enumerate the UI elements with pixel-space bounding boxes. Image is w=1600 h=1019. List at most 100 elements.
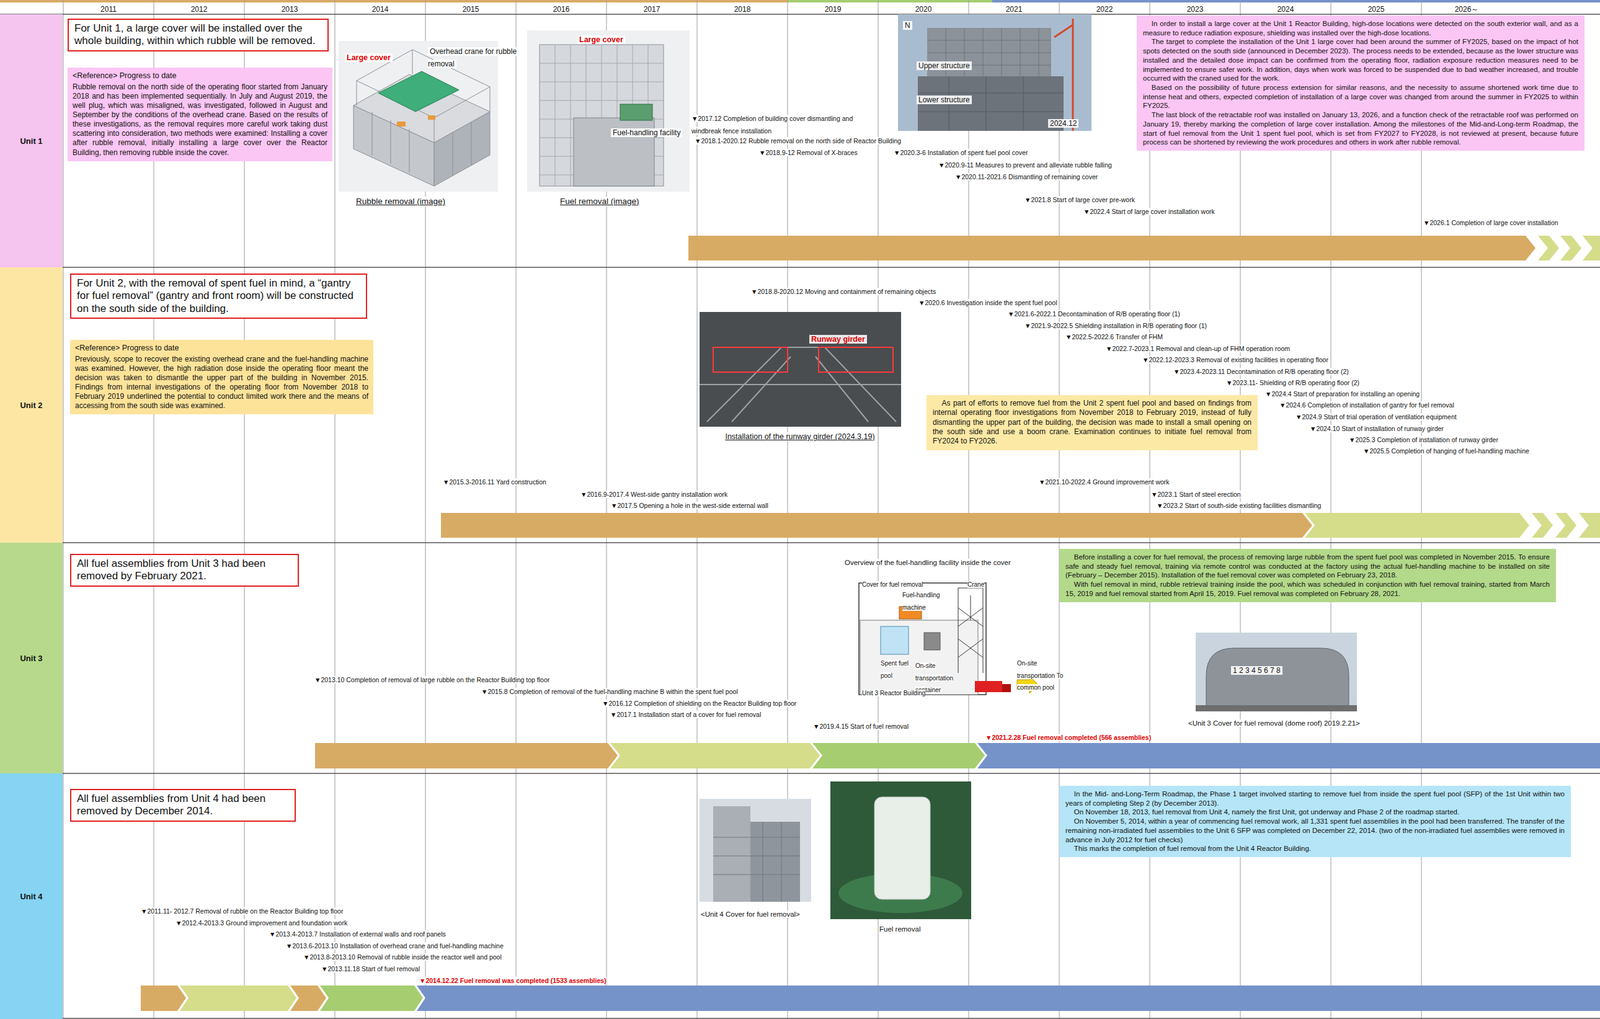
milestone-label: ▼2024.6 Completion of installation of ga…: [1279, 401, 1455, 409]
image-label: Upper structure: [916, 61, 972, 71]
year-label: 2012: [191, 4, 208, 14]
label-anchor: Runway girder: [809, 332, 867, 345]
label-anchor: 2013: [244, 2, 335, 15]
milestone-label: ▼2018.1-2020.12 Rubble removal on the no…: [694, 137, 902, 145]
image-caption: Installation of the runway girder (2024.…: [724, 432, 875, 441]
label-anchor: ▼2022.5-2022.6 Transfer of FHM: [1065, 329, 1163, 343]
milestone-label-highlight: ▼2021.2.28 Fuel removal completed (566 a…: [985, 733, 1152, 742]
label-anchor: ▼2022.7-2023.1 Removal and clean-up of F…: [1105, 341, 1290, 355]
figure-caption: Overview of the fuel-handling facility i…: [844, 558, 1011, 567]
note-paragraph: With fuel removal in mind, rubble retrie…: [1065, 579, 1550, 598]
label-anchor: ▼2013.4-2013.7 Installation of external …: [269, 927, 446, 940]
label-anchor: 2025: [1330, 2, 1422, 15]
note-box: In the Mid- and-Long-Term Roadmap, the P…: [1059, 785, 1571, 858]
label-anchor: ▼2023.1 Start of steel erection: [1151, 487, 1241, 500]
schematic-label: Crane: [967, 581, 985, 588]
image-label: Overhead crane for rubble removal: [427, 47, 517, 69]
label-anchor: ▼2025.5 Completion of hanging of fuel-ha…: [1363, 444, 1530, 457]
label-anchor: 2020: [878, 2, 969, 15]
label-anchor: ▼2025.3 Completion of installation of ru…: [1348, 432, 1499, 446]
label-anchor: ▼2022.12-2023.3 Removal of existing faci…: [1142, 352, 1329, 366]
label-anchor: ▼2021.8 Start of large cover pre-work: [1024, 192, 1135, 206]
label-anchor: ▼2017.5 Opening a hole in the west-side …: [610, 498, 769, 512]
label-anchor: 2017: [606, 2, 698, 15]
label-anchor: Fuel removal (image): [560, 194, 640, 208]
label-anchor: <Unit 4 Cover for fuel removal>: [700, 907, 800, 920]
label-anchor: ▼2021.9-2022.5 Shielding installation in…: [1024, 318, 1207, 332]
label-anchor: ▼2012.4-2013.3 Ground improvement and fo…: [175, 915, 348, 929]
milestone-label: ▼2025.3 Completion of installation of ru…: [1348, 435, 1499, 444]
note-box: As part of efforts to remove fuel from t…: [926, 395, 1258, 451]
label-anchor: Crane: [967, 577, 985, 590]
year-label: 2018: [734, 4, 752, 14]
label-anchor: 2026～: [1421, 2, 1512, 15]
label-anchor: ▼2022.4 Start of large cover installatio…: [1083, 204, 1215, 218]
label-anchor: Large cover: [344, 50, 393, 64]
label-anchor: Rubble removal (image): [355, 194, 446, 208]
milestone-label: ▼2011.11- 2012.7 Removal of rubble on th…: [140, 907, 343, 915]
label-anchor: ▼2015.3-2016.11 Yard construction: [442, 475, 547, 488]
label-anchor: Overhead crane for rubble removal: [427, 44, 521, 69]
year-label: 2025: [1368, 4, 1385, 14]
year-label: 2019: [824, 4, 842, 14]
year-label: 2021: [1005, 4, 1023, 14]
milestone-label: ▼2021.10-2022.4 Ground improvement work: [1038, 478, 1170, 486]
label-anchor: ▼2024.10 Start of installation of runway…: [1309, 421, 1444, 435]
year-label: 2011: [100, 4, 117, 14]
milestone-label: ▼2013.10 Completion of removal of large …: [314, 675, 550, 684]
milestone-label: ▼2022.5-2022.6 Transfer of FHM: [1065, 333, 1163, 341]
label-anchor: 2014: [334, 2, 426, 15]
milestone-label: ▼2013.4-2013.7 Installation of external …: [269, 930, 446, 938]
label-anchor: 2015: [425, 2, 516, 15]
label-anchor: Fuel removal: [879, 922, 921, 935]
label-anchor: 2024.12: [1048, 116, 1079, 129]
label-anchor: ▼2013.6-2013.10 Installation of overhead…: [285, 938, 504, 952]
label-anchor: N: [902, 18, 913, 32]
year-label: 2016: [553, 4, 570, 14]
image-label: Large cover: [344, 53, 393, 63]
label-anchor: ▼2019.4.15 Start of fuel removal: [813, 719, 909, 732]
figure-caption: <Unit 4 Cover for fuel removal>: [700, 910, 800, 918]
milestone-label-highlight: ▼2014.12.22 Fuel removal was completed (…: [419, 976, 607, 985]
row-label-cell: Unit 4: [0, 773, 63, 1019]
year-label: 2017: [643, 4, 661, 14]
label-anchor: ▼2024.9 Start of trial operation of vent…: [1295, 409, 1457, 423]
milestone-label: ▼2019.4.15 Start of fuel removal: [813, 722, 909, 730]
milestone-label: ▼2013.11.18 Start of fuel removal: [321, 964, 420, 973]
reference-body: Rubble removal on the north side of the …: [72, 82, 328, 158]
milestone-label: ▼2018.9-12 Removal of X-braces: [759, 148, 858, 157]
milestone-label: ▼2023.1 Start of steel erection: [1151, 490, 1241, 498]
reference-body: Previously, scope to recover the existin…: [75, 354, 369, 412]
label-anchor: ▼2023.11- Shielding of R/B operating flo…: [1226, 375, 1360, 389]
schematic-label: On-site transportation To common pool: [1017, 659, 1063, 691]
milestone-label: ▼2020.9-11 Measures to prevent and allev…: [938, 161, 1112, 169]
reference-heading: <Reference> Progress to date: [75, 343, 369, 354]
milestone-label: ▼2021.8 Start of large cover pre-work: [1024, 195, 1135, 204]
row-label: Unit 4: [19, 891, 43, 902]
reference-box: <Reference> Progress to dateRubble remov…: [67, 67, 333, 162]
image-caption: Rubble removal (image): [355, 196, 446, 206]
figure-caption: <Unit 3 Cover for fuel removal (dome roo…: [1188, 719, 1360, 727]
image-label: Runway girder: [809, 334, 867, 344]
note-paragraph: The last block of the retractable roof w…: [1142, 110, 1579, 147]
heading-text: For Unit 2, with the removal of spent fu…: [76, 277, 361, 316]
milestone-label: ▼2016.12 Completion of shielding on the …: [602, 699, 797, 707]
milestone-label: ▼2023.4-2023.11 Decontamination of R/B o…: [1173, 367, 1349, 376]
row-separators: [0, 14, 1600, 1019]
label-anchor: 2023: [1149, 2, 1241, 15]
milestone-label: ▼2021.6-2022.1 Decontamination of R/B op…: [1007, 310, 1181, 318]
milestone-label: ▼2020.3-6 Installation of spent fuel poo…: [893, 148, 1028, 157]
label-anchor: ▼2023.2 Start of south-side existing fac…: [1156, 498, 1321, 512]
row-label-cell: Unit 1: [0, 14, 63, 268]
row-label-cell: Unit 3: [0, 542, 63, 774]
label-anchor: ▼2021.10-2022.4 Ground improvement work: [1038, 475, 1170, 488]
note-paragraph: On November 18, 2013, fuel removal from …: [1065, 807, 1565, 817]
note-paragraph: This marks the completion of fuel remova…: [1065, 844, 1565, 854]
note-box: Before installing a cover for fuel remov…: [1059, 548, 1556, 603]
label-anchor: Overview of the fuel-handling facility i…: [844, 555, 1011, 569]
label-anchor: ▼2020.9-11 Measures to prevent and allev…: [938, 158, 1112, 171]
label-anchor: 2016: [515, 2, 607, 15]
milestone-label: ▼2023.2 Start of south-side existing fac…: [1156, 501, 1321, 510]
milestone-label: ▼2017.1 Installation start of a cover fo…: [610, 710, 761, 719]
